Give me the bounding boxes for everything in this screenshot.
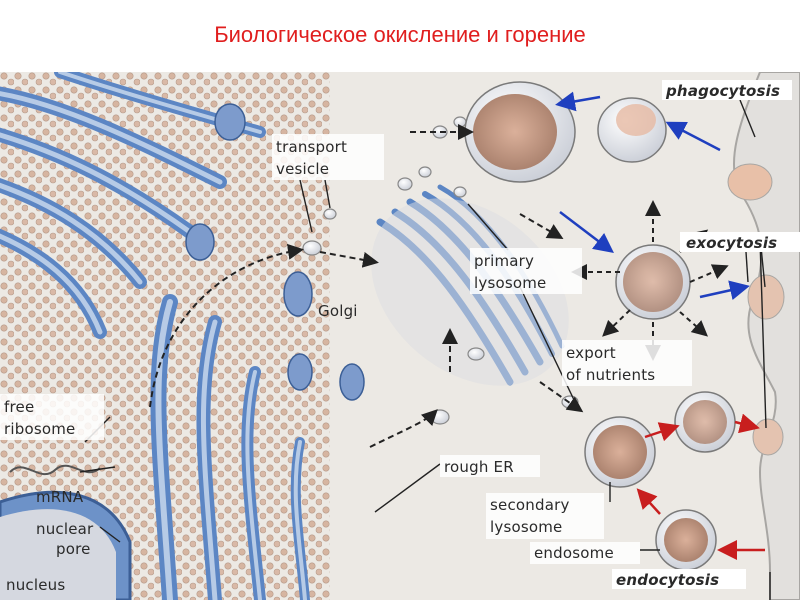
golgi-cisternae (185, 103, 365, 401)
transport-arrows (149, 124, 584, 448)
plasma-membrane (727, 72, 800, 600)
label-phagocytosis: phagocytosis (665, 82, 780, 100)
label-nuclear-pore-line2: pore (56, 540, 91, 558)
lysosome-primary (615, 244, 691, 320)
label-mrna: mRNA (36, 488, 84, 506)
label-endocytosis: endocytosis (616, 571, 719, 589)
label-nucleus: nucleus (6, 576, 65, 594)
nucleus (0, 490, 132, 600)
label-rough-er: rough ER (444, 458, 514, 476)
label-primary-lysosome-line1: primary (474, 252, 534, 270)
label-free-ribosome-line2: ribosome (4, 420, 75, 438)
label-transport-vesicle-line2: vesicle (276, 160, 329, 178)
cell-illustration: phagocytosis exocytosis endocytosis tran… (0, 72, 800, 600)
label-secondary-lysosome-line1: secondary (490, 496, 570, 514)
phagocytosis-vesicle (597, 97, 667, 163)
cell-diagram: phagocytosis exocytosis endocytosis tran… (0, 72, 800, 600)
label-primary-lysosome-line2: lysosome (474, 274, 546, 292)
label-golgi: Golgi (318, 302, 358, 320)
red-flow-arrows (636, 413, 765, 560)
slide-title: Биологическое окисление и горение (214, 22, 586, 47)
label-endosome: endosome (534, 544, 614, 562)
label-export-nutrients-line1: export (566, 344, 616, 362)
label-exocytosis: exocytosis (686, 234, 777, 252)
label-export-nutrients-line2: of nutrients (566, 366, 655, 384)
endosome (655, 509, 717, 571)
label-transport-vesicle-line1: transport (276, 138, 347, 156)
lysosome-secondary (584, 391, 736, 488)
phagosome (464, 81, 576, 183)
rough-er-membranes (0, 72, 310, 600)
label-free-ribosome-line1: free (4, 398, 34, 416)
mrna-strand (9, 464, 101, 476)
label-secondary-lysosome-line2: lysosome (490, 518, 562, 536)
label-nuclear-pore-line1: nuclear (36, 520, 94, 538)
blue-flow-arrows (555, 91, 750, 301)
